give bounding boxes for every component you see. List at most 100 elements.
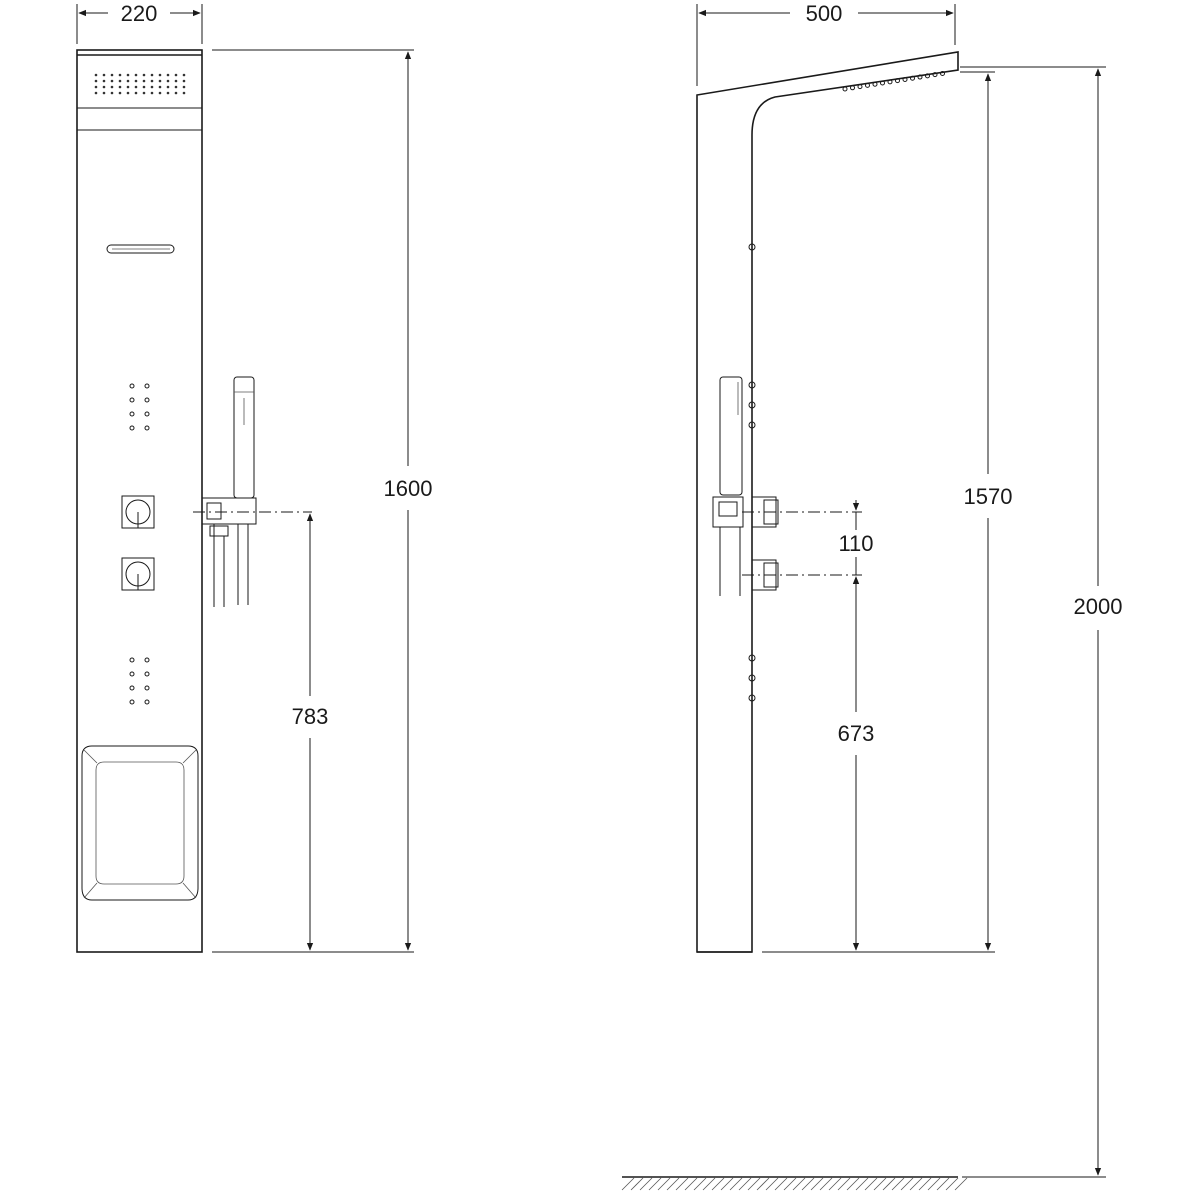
side-rain-nozzle — [902, 76, 908, 82]
side-rain-nozzle — [857, 84, 863, 90]
body-jet — [144, 699, 150, 705]
storage-niche — [81, 745, 199, 901]
floor-hatch-line — [891, 1177, 905, 1191]
side-rain-nozzle — [895, 78, 900, 84]
rain-nozzle — [126, 79, 130, 83]
floor-hatch-line — [783, 1177, 797, 1191]
rain-nozzle — [94, 73, 98, 77]
side-rain-nozzle — [865, 82, 870, 88]
floor-hatch-line — [621, 1177, 635, 1191]
rain-nozzle — [174, 73, 178, 77]
diverter-valve-lower — [121, 557, 155, 591]
body-jet — [129, 657, 135, 663]
floor-hatch-line — [720, 1177, 734, 1191]
rain-nozzle — [110, 85, 114, 89]
rain-nozzle — [158, 91, 162, 95]
rain-nozzle — [102, 73, 106, 77]
dimension-label-500: 500 — [806, 1, 843, 26]
dimension-label-673: 673 — [838, 721, 875, 746]
side-rain-nozzle — [940, 70, 945, 76]
side-hand-shower — [712, 376, 744, 596]
rain-nozzle — [166, 73, 170, 77]
body-jet — [144, 657, 150, 663]
body-jet — [144, 411, 150, 417]
floor-hatch-line — [657, 1177, 671, 1191]
rain-nozzle — [182, 85, 186, 89]
rain-nozzle — [102, 85, 106, 89]
rain-nozzle — [150, 79, 154, 83]
rain-nozzle — [142, 85, 146, 89]
side-rain-nozzle — [872, 81, 878, 87]
floor-hatch-line — [675, 1177, 689, 1191]
rain-nozzle — [110, 91, 114, 95]
rain-nozzle — [118, 85, 122, 89]
rain-nozzle — [118, 73, 122, 77]
floor-hatch-line — [774, 1177, 788, 1191]
floor-hatch-line — [828, 1177, 842, 1191]
rain-nozzle — [118, 79, 122, 83]
rain-nozzle — [142, 79, 146, 83]
dimension-floor-height: 2000 — [960, 66, 1122, 1178]
side-body-jets — [748, 243, 756, 702]
rain-nozzle — [110, 79, 114, 83]
dimension-label-220: 220 — [121, 1, 158, 26]
floor-hatch-line — [954, 1177, 968, 1191]
floor-hatch-line — [882, 1177, 896, 1191]
side-rain-nozzle — [850, 85, 855, 91]
floor-hatch-line — [666, 1177, 680, 1191]
waterfall-spout — [106, 244, 175, 254]
floor-hatch-line — [693, 1177, 707, 1191]
rain-nozzle — [174, 79, 178, 83]
lower-body-jets — [129, 657, 150, 705]
dimension-height-side: 1570 — [762, 71, 1013, 953]
rain-nozzle — [150, 85, 154, 89]
rain-nozzle — [182, 79, 186, 83]
side-rain-nozzle — [925, 73, 930, 79]
floor-line — [621, 1176, 968, 1191]
floor-hatch-line — [927, 1177, 941, 1191]
body-jet — [144, 397, 150, 403]
dimension-valve-height-front: 783 — [292, 513, 329, 951]
dimension-label-783: 783 — [292, 704, 329, 729]
rain-nozzle — [134, 79, 138, 83]
floor-hatch-line — [639, 1177, 653, 1191]
rain-nozzle — [134, 85, 138, 89]
rain-nozzle — [174, 91, 178, 95]
thermostatic-valve-upper — [121, 495, 155, 529]
floor-hatch-line — [819, 1177, 833, 1191]
body-jet — [144, 685, 150, 691]
floor-hatch-line — [747, 1177, 761, 1191]
body-jet — [129, 425, 135, 431]
floor-hatch-line — [738, 1177, 752, 1191]
side-rain-nozzle — [887, 79, 893, 85]
dimension-label-1600: 1600 — [384, 476, 433, 501]
rain-nozzle — [126, 73, 130, 77]
floor-hatch-line — [918, 1177, 932, 1191]
floor-hatch-line — [801, 1177, 815, 1191]
dimension-height-front: 1600 — [212, 49, 433, 953]
floor-hatch-line — [864, 1177, 878, 1191]
rain-nozzle — [134, 91, 138, 95]
body-jet — [129, 699, 135, 705]
rain-nozzle — [94, 85, 98, 89]
dimension-label-1570: 1570 — [964, 484, 1013, 509]
floor-hatch-line — [837, 1177, 851, 1191]
floor-hatch-line — [936, 1177, 950, 1191]
rain-nozzle — [182, 91, 186, 95]
body-jet — [129, 383, 135, 389]
front-view: 220 1600 783 — [76, 1, 433, 953]
floor-hatch-line — [702, 1177, 716, 1191]
rain-nozzle — [158, 73, 162, 77]
rain-nozzle — [118, 91, 122, 95]
dimension-lower-valve-height: 673 — [838, 576, 875, 951]
rain-nozzle — [158, 79, 162, 83]
dimension-width-front: 220 — [76, 1, 203, 44]
floor-hatch-line — [909, 1177, 923, 1191]
rain-nozzle — [166, 91, 170, 95]
floor-hatch-line — [873, 1177, 887, 1191]
rain-shower-head — [76, 54, 203, 131]
side-rain-nozzle — [842, 86, 848, 92]
rain-nozzle — [150, 91, 154, 95]
side-rain-nozzle — [910, 75, 915, 81]
